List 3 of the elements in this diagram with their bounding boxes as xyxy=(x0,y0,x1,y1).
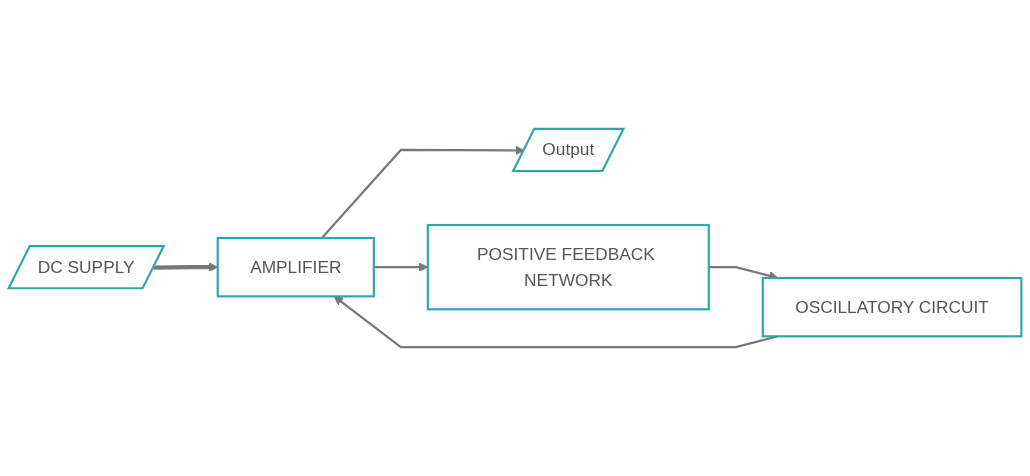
node-box: AMPLIFIER xyxy=(216,236,375,298)
node-box: OSCILLATORY CIRCUIT xyxy=(761,276,1023,338)
node-box: POSITIVE FEEDBACK NETWORK xyxy=(426,223,710,311)
